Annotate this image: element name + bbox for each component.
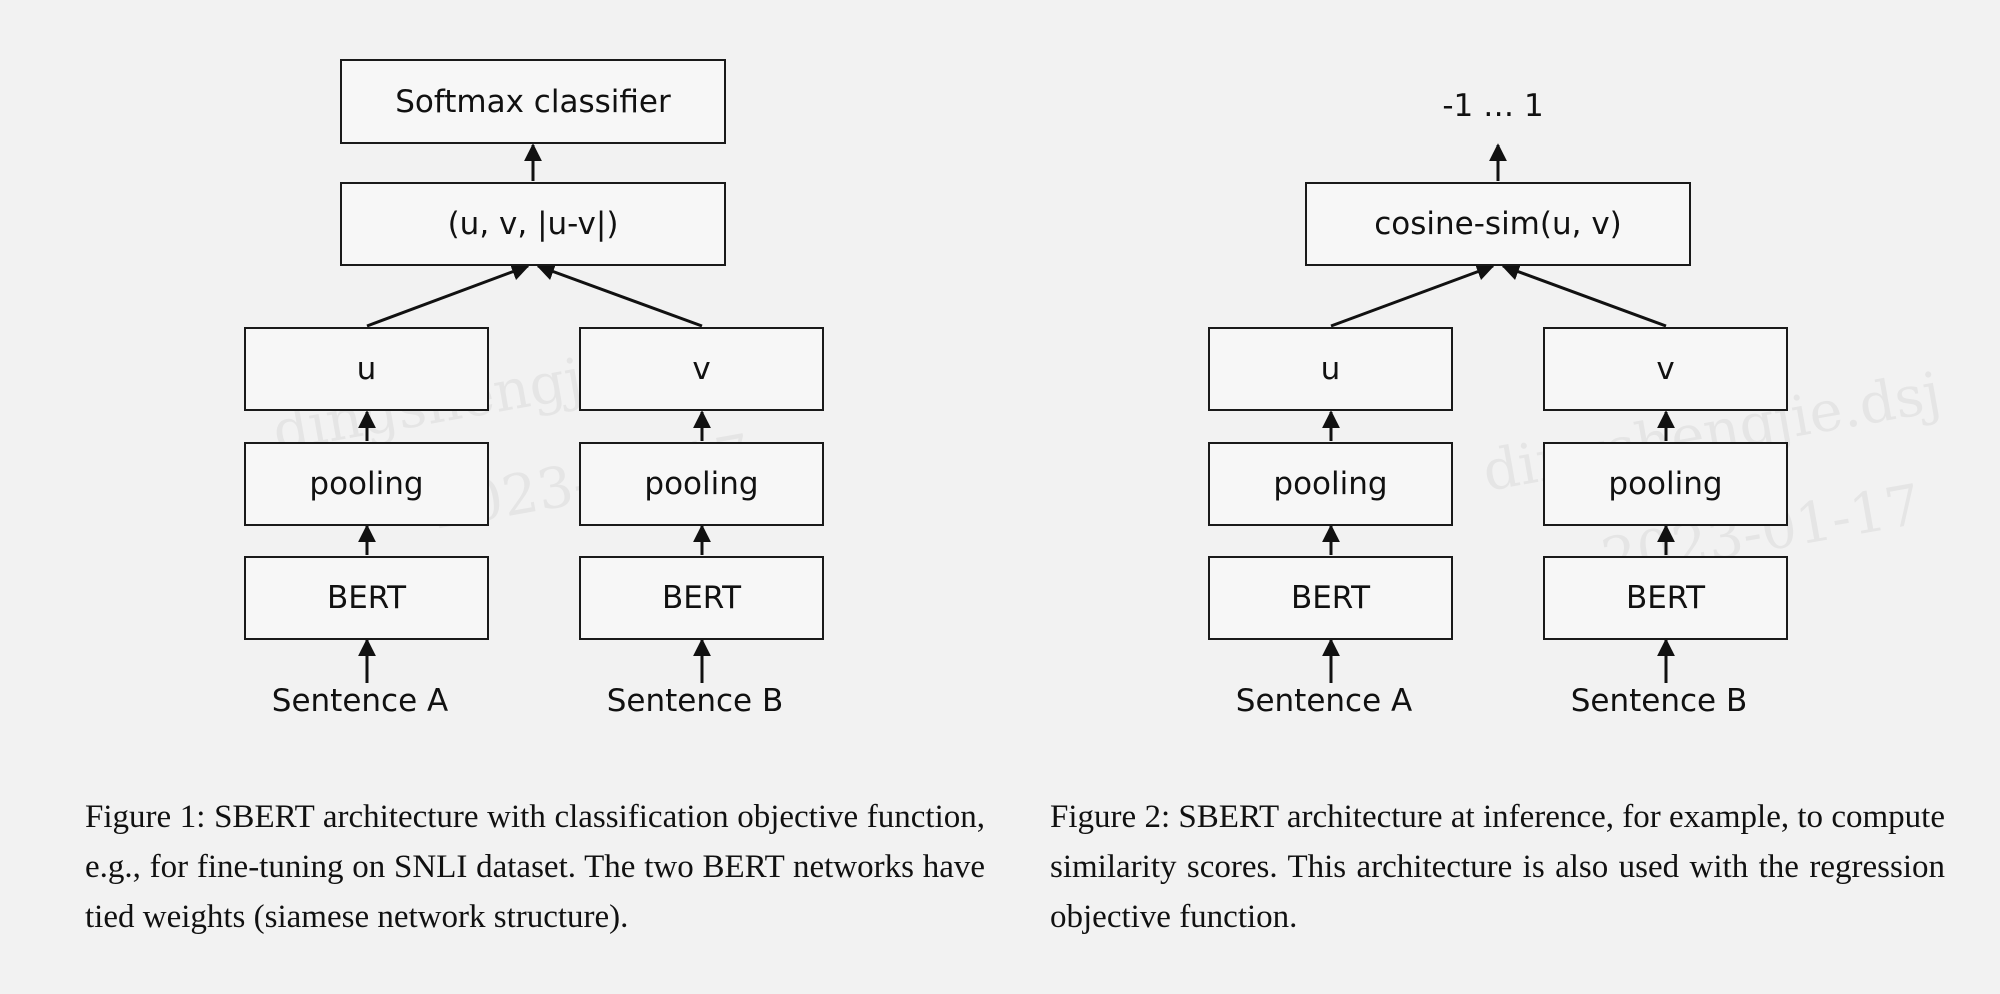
arrow-v-to-cosine	[1501, 263, 1667, 328]
sentence-b-label-2: Sentence B	[1570, 683, 1748, 719]
bert-box-a: BERT	[244, 556, 489, 640]
arrow-u-to-concat	[366, 263, 530, 328]
sentence-a-label-2: Sentence A	[1235, 683, 1413, 719]
pooling-box-b: pooling	[579, 442, 824, 526]
concat-features-box: (u, v, |u-v|)	[340, 182, 726, 266]
output-range-label: -1 … 1	[1442, 88, 1544, 124]
softmax-classifier-box: Softmax classifier	[340, 59, 726, 144]
v-vector-box-2: v	[1543, 327, 1788, 411]
bert-box-b-2: BERT	[1543, 556, 1788, 640]
v-vector-box: v	[579, 327, 824, 411]
arrow-u-to-cosine	[1330, 263, 1495, 328]
pooling-box-b-2: pooling	[1543, 442, 1788, 526]
pooling-box-a: pooling	[244, 442, 489, 526]
u-vector-box: u	[244, 327, 489, 411]
cosine-similarity-box: cosine-sim(u, v)	[1305, 182, 1691, 266]
u-vector-box-2: u	[1208, 327, 1453, 411]
arrow-v-to-concat	[536, 263, 703, 328]
pooling-box-a-2: pooling	[1208, 442, 1453, 526]
sentence-b-label: Sentence B	[606, 683, 784, 719]
bert-box-a-2: BERT	[1208, 556, 1453, 640]
figure2-caption: Figure 2: SBERT architecture at inferenc…	[1050, 799, 1945, 935]
bert-box-b: BERT	[579, 556, 824, 640]
figure1-caption: Figure 1: SBERT architecture with classi…	[85, 799, 985, 935]
sentence-a-label: Sentence A	[271, 683, 449, 719]
